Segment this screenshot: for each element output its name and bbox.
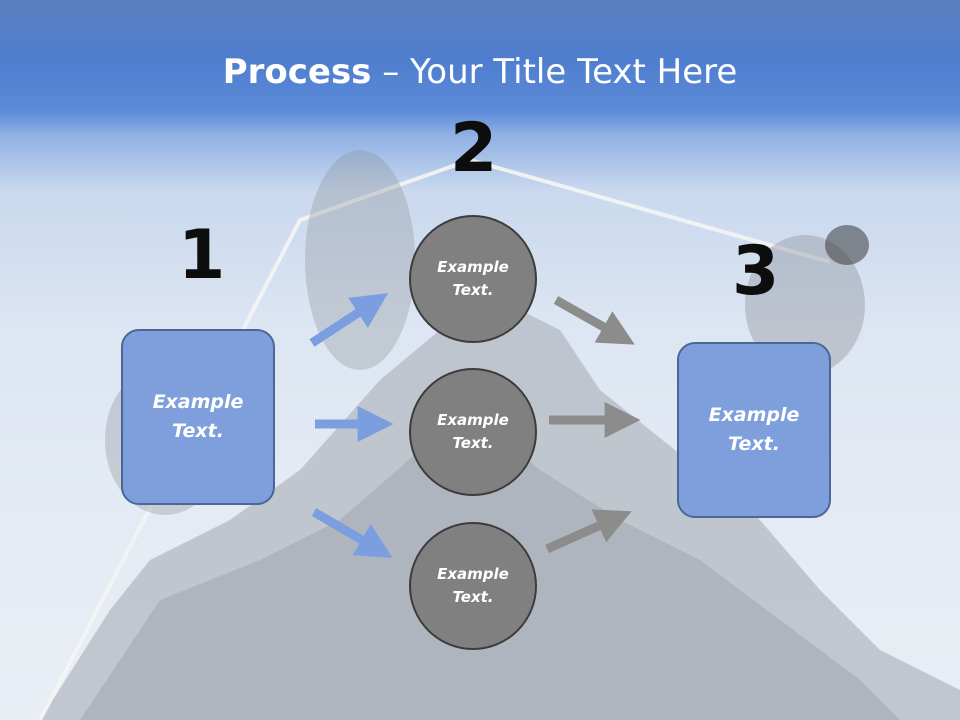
step-number-1: 1 — [178, 216, 226, 295]
left-box-text: Example Text. — [152, 391, 244, 442]
figure-right — [745, 235, 865, 375]
rope-left — [38, 158, 471, 720]
circle-middle-text: Example Text. — [437, 411, 509, 452]
arrow-gray-up — [545, 509, 632, 554]
right-text-box[interactable]: Example Text. — [677, 342, 831, 518]
step-number-2: 2 — [450, 109, 498, 188]
circle-middle[interactable]: Example Text. — [409, 368, 537, 496]
left-text-box[interactable]: Example Text. — [121, 329, 275, 505]
arrow-blue-up — [309, 293, 389, 347]
arrow-blue-down — [311, 508, 393, 558]
mountain-shape — [40, 300, 960, 720]
circle-bottom-text: Example Text. — [437, 565, 509, 606]
right-box-text: Example Text. — [708, 404, 800, 455]
title-bold: Process — [222, 52, 372, 92]
circle-bottom[interactable]: Example Text. — [409, 522, 537, 650]
slide-title: Process – Your Title Text Here — [0, 52, 960, 92]
step-number-3: 3 — [732, 232, 780, 311]
figure-right-head — [825, 225, 869, 265]
arrow-gray-down — [553, 296, 635, 345]
rope-right — [469, 158, 831, 264]
circle-top-text: Example Text. — [437, 258, 509, 299]
circle-top[interactable]: Example Text. — [409, 215, 537, 343]
title-rest: – Your Title Text Here — [371, 52, 738, 92]
